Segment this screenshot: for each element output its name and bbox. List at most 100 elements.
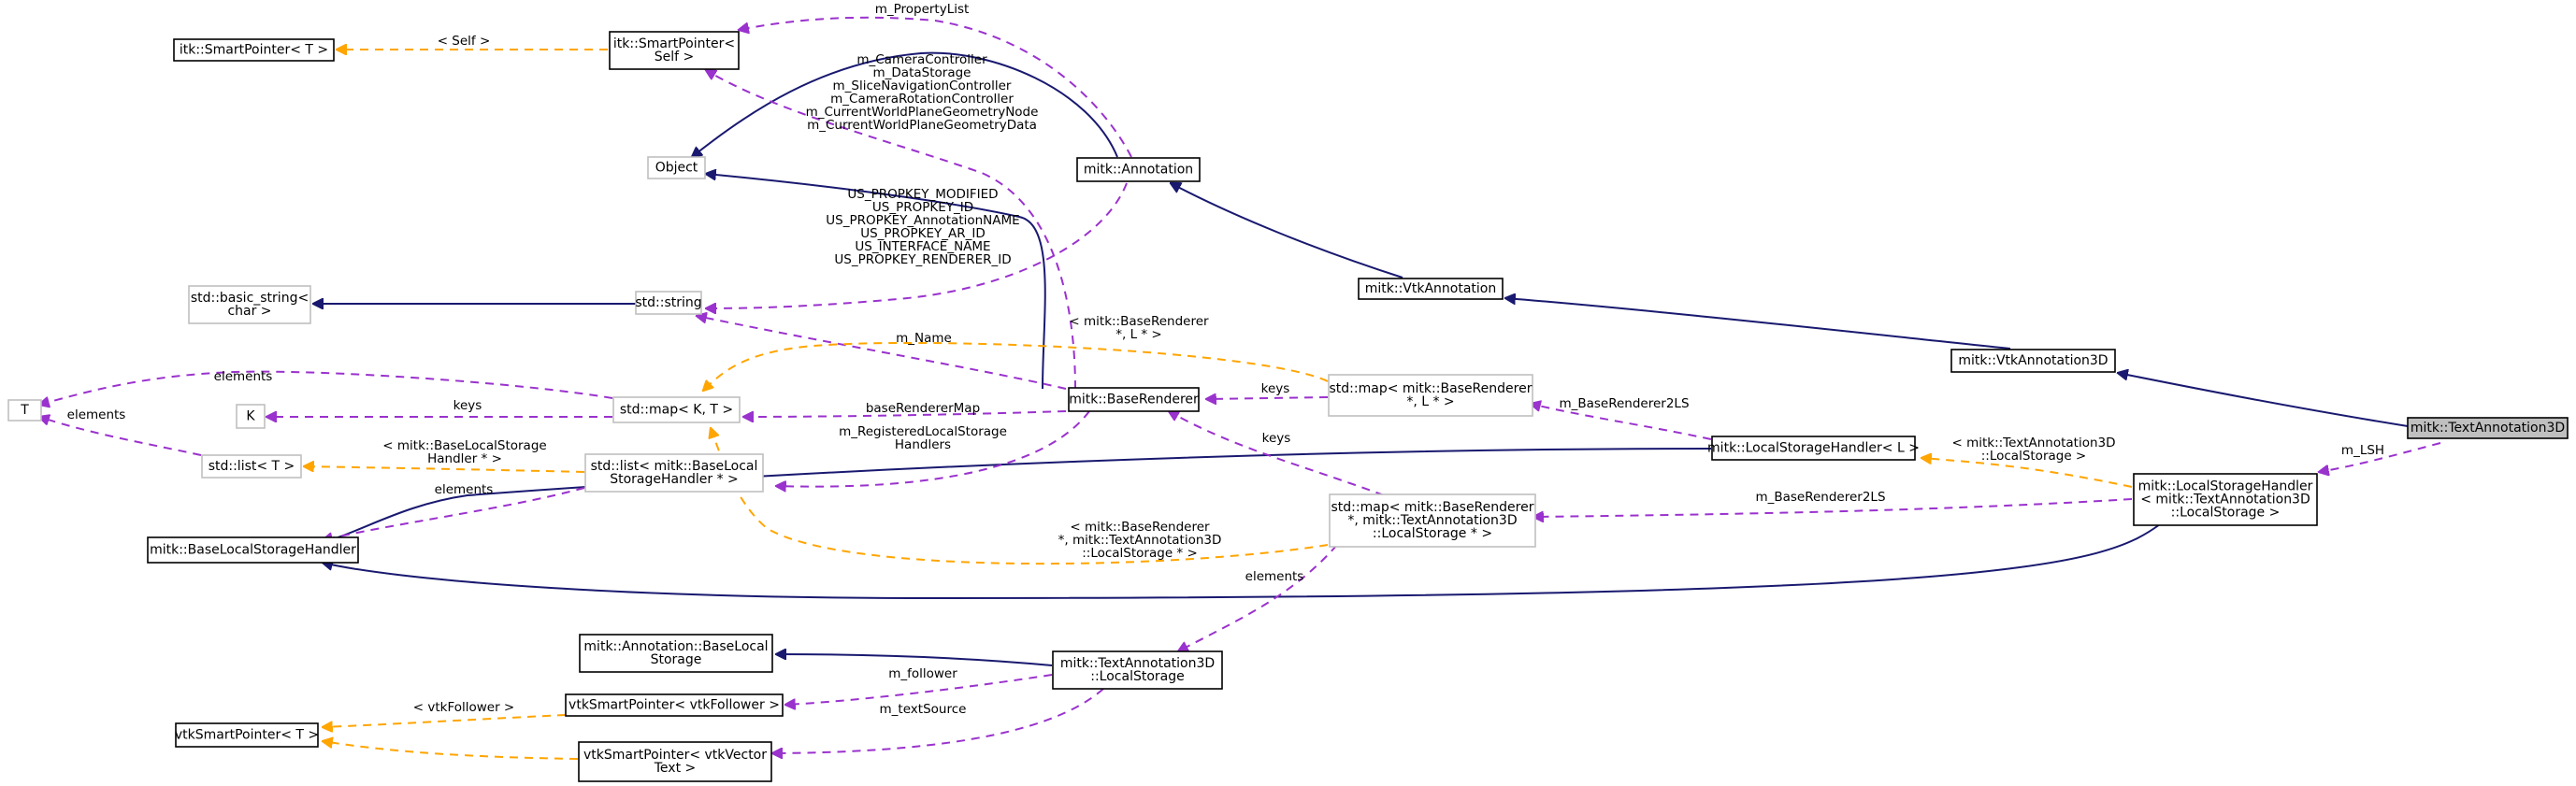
edge-label-elements-ls: elements xyxy=(1245,569,1304,584)
class-node-k[interactable]: K xyxy=(236,404,266,429)
class-node-vtk-annotation[interactable]: mitk::VtkAnnotation xyxy=(1358,278,1504,300)
class-node-box xyxy=(175,722,319,748)
class-node-label-line: mitk::TextAnnotation3D xyxy=(2411,421,2565,436)
class-node-label-line: std::map< K, T > xyxy=(620,403,733,418)
class-node-label-line: std::map< mitk::BaseRenderer xyxy=(1331,500,1534,515)
class-node-box xyxy=(147,536,359,564)
edge-lsh-ta3d-to-map-ta3d xyxy=(1533,498,2133,517)
edge-label-line: m_RegisteredLocalStorage xyxy=(839,424,1007,439)
edge-localstorage-to-baselocalstorage xyxy=(776,654,1053,666)
class-node-std-basic-string[interactable]: std::basic_string<char > xyxy=(188,285,311,324)
class-node-label-line: *, mitk::TextAnnotation3D xyxy=(1347,513,1517,528)
edge-label-keys-baserenderer-1: keys xyxy=(1261,381,1290,396)
class-node-label-line: std::basic_string< xyxy=(191,291,309,306)
edge-label-line: *, L * > xyxy=(1115,327,1162,342)
class-node-box xyxy=(188,285,311,324)
class-node-vtk-annotation-3d[interactable]: mitk::VtkAnnotation3D xyxy=(1950,349,2116,373)
edge-label-elements-list-t: elements xyxy=(67,407,126,422)
class-node-local-storage-handler-l[interactable]: mitk::LocalStorageHandler< L > xyxy=(1707,436,1920,461)
edge-list-t-to-t xyxy=(39,417,202,456)
class-node-itk-smartpointer-t[interactable]: itk::SmartPointer< T > xyxy=(173,38,335,62)
class-node-box xyxy=(1328,374,1533,417)
class-node-box xyxy=(7,399,42,422)
class-node-label-line: mitk::TextAnnotation3D xyxy=(1060,656,1215,671)
class-node-std-map-baserenderer-ta3d[interactable]: std::map< mitk::BaseRenderer*, mitk::Tex… xyxy=(1329,493,1536,548)
class-node-label-line: K xyxy=(246,409,255,424)
edge-label-line: *, mitk::TextAnnotation3D xyxy=(1058,533,1222,548)
edge-label-line: < mitk::BaseLocalStorage xyxy=(382,438,546,453)
edge-list-baselocal-to-baselocalstoragehandler xyxy=(323,487,585,540)
edge-lsh-ta3d-to-baselocalstoragehandler xyxy=(323,523,2161,600)
class-node-vtk-smartpointer-t[interactable]: vtkSmartPointer< T > xyxy=(175,722,319,748)
class-node-label-line: < mitk::TextAnnotation3D xyxy=(2140,493,2310,507)
class-node-t[interactable]: T xyxy=(7,399,42,422)
class-node-text-annotation-3d-local-storage[interactable]: mitk::TextAnnotation3D::LocalStorage xyxy=(1052,650,1223,690)
edge-baserenderer-to-list-baselocal xyxy=(776,410,1090,487)
edge-label-line: US_PROPKEY_MODIFIED xyxy=(847,187,998,202)
edge-label-line: < mitk::BaseRenderer xyxy=(1070,520,1210,535)
class-node-box xyxy=(1052,650,1223,690)
edge-label-map-ta3d-tmpl: < mitk::BaseRenderer*, mitk::TextAnnotat… xyxy=(1058,520,1222,561)
edge-map-kt-to-map-baserenderer-l xyxy=(703,341,1329,391)
edge-label-self: < Self > xyxy=(438,34,491,49)
class-node-label: Object xyxy=(655,161,698,176)
class-node-label-line: mitk::Annotation xyxy=(1084,163,1193,178)
edge-annotation-to-string xyxy=(706,182,1128,308)
class-node-label-line: vtkSmartPointer< vtkFollower > xyxy=(568,698,780,713)
edge-textannotation3d-to-lsh-ta3d xyxy=(2319,442,2441,472)
edge-label-ta3d-localstorage-tmpl: < mitk::TextAnnotation3D::LocalStorage > xyxy=(1951,436,2115,464)
edge-localstorage-to-vtkfollower xyxy=(785,674,1053,705)
class-node-local-storage-handler-ta3d[interactable]: mitk::LocalStorageHandler< mitk::TextAnn… xyxy=(2133,473,2318,526)
class-node-box xyxy=(1068,387,1200,412)
class-node-label-line: Object xyxy=(655,161,698,176)
class-node-base-renderer[interactable]: mitk::BaseRenderer xyxy=(1068,387,1200,412)
class-node-label: std::basic_string<char > xyxy=(191,291,309,319)
class-node-box xyxy=(1329,493,1536,548)
class-node-object[interactable]: Object xyxy=(647,156,706,179)
class-node-std-string[interactable]: std::string xyxy=(635,291,702,315)
class-node-base-local-storage-handler[interactable]: mitk::BaseLocalStorageHandler xyxy=(147,536,359,564)
class-node-std-map-baserenderer-l[interactable]: std::map< mitk::BaseRenderer*, L * > xyxy=(1328,374,1533,417)
class-node-text-annotation-3d[interactable]: mitk::TextAnnotation3D xyxy=(2407,417,2569,439)
class-node-box xyxy=(236,404,266,429)
class-node-box xyxy=(1358,278,1504,300)
class-node-label: mitk::Annotation xyxy=(1084,163,1193,178)
class-node-label-line: std::list< T > xyxy=(209,459,295,474)
class-node-box xyxy=(1711,436,1916,461)
edge-label-line: ::LocalStorage * > xyxy=(1082,546,1198,561)
class-node-std-map-kt[interactable]: std::map< K, T > xyxy=(612,396,741,423)
class-node-label: std::map< mitk::BaseRenderer*, L * > xyxy=(1330,381,1533,409)
edge-label-elements-baselocal: elements xyxy=(435,482,494,497)
class-node-label-line: itk::SmartPointer< xyxy=(613,36,735,51)
class-node-box xyxy=(1076,157,1201,182)
edge-label-map-baserenderer-l-tmpl: < mitk::BaseRenderer*, L * > xyxy=(1069,314,1209,342)
edge-annotation-to-object xyxy=(692,51,1118,157)
class-node-label-line: StorageHandler * > xyxy=(610,472,739,487)
class-node-itk-smartpointer-self[interactable]: itk::SmartPointer<Self > xyxy=(609,31,740,70)
edge-label-keys-k: keys xyxy=(453,398,482,413)
diagram-nodes: mitk::TextAnnotation3D mitk::VtkAnnotatio… xyxy=(7,31,2569,782)
class-node-annotation[interactable]: mitk::Annotation xyxy=(1076,157,1201,182)
edge-baserenderer-to-itksmartpointer xyxy=(706,70,1076,390)
class-node-label-line: Text > xyxy=(654,761,697,776)
edge-labels: < Self > m_PropertyList m_CameraControll… xyxy=(67,2,2384,717)
class-node-label: T xyxy=(20,403,29,418)
edge-map-ta3d-to-localstorage xyxy=(1178,544,1338,651)
class-node-std-list-t[interactable]: std::list< T > xyxy=(201,454,302,479)
class-node-vtk-smartpointer-follower[interactable]: vtkSmartPointer< vtkFollower > xyxy=(565,693,784,717)
class-node-box xyxy=(609,31,740,70)
edge-label-line: m_CameraRotationController xyxy=(830,92,1014,107)
class-node-label-line: mitk::VtkAnnotation xyxy=(1365,281,1497,296)
edge-label-m-name: m_Name xyxy=(896,331,952,346)
class-node-box xyxy=(2133,473,2318,526)
class-node-label-line: mitk::LocalStorageHandler< L > xyxy=(1707,441,1920,456)
